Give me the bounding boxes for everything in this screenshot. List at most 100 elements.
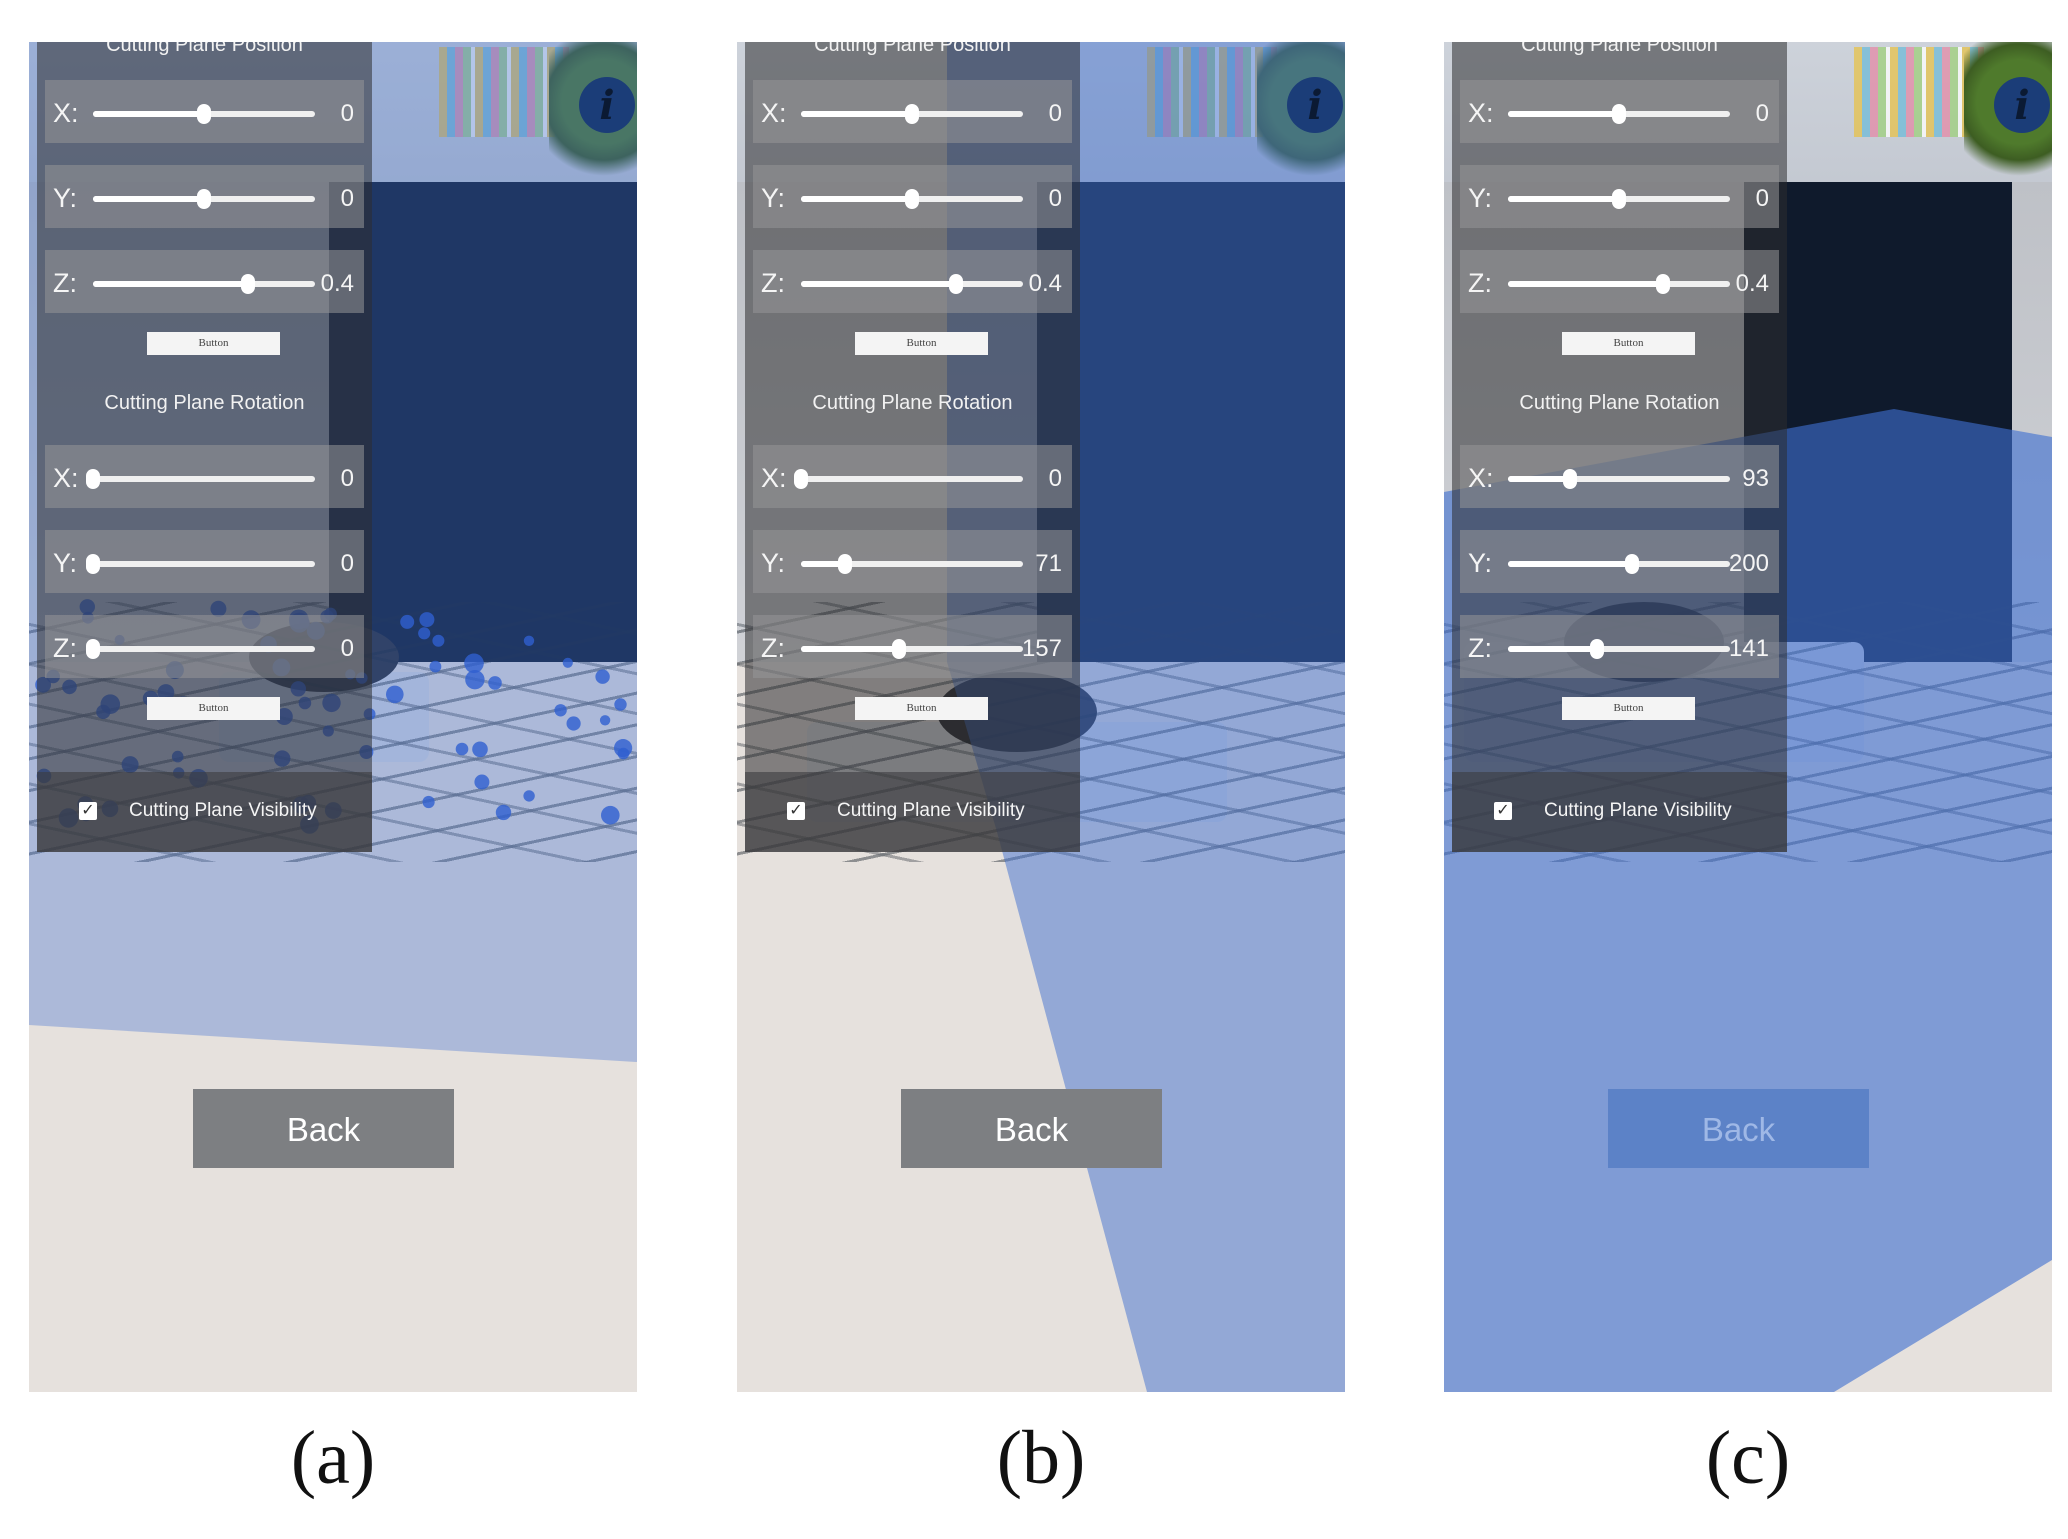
slider-handle[interactable]	[86, 554, 100, 574]
position-y-slider[interactable]: Y: 0	[45, 165, 364, 228]
slider-value: 157	[1021, 635, 1062, 662]
slider-handle[interactable]	[1656, 274, 1671, 294]
slider-track[interactable]	[801, 554, 1023, 574]
info-icon[interactable]: i	[1994, 77, 2050, 133]
position-section-title: Cutting Plane Position	[814, 42, 1011, 56]
rotation-z-slider[interactable]: Z: 0	[45, 615, 364, 678]
rotation-x-slider[interactable]: X: 93	[1460, 445, 1779, 508]
position-x-slider[interactable]: X: 0	[45, 80, 364, 143]
slider-track[interactable]	[1508, 469, 1730, 489]
rotation-x-slider[interactable]: X: 0	[753, 445, 1072, 508]
slider-fill	[93, 281, 249, 287]
rotation-y-slider[interactable]: Y: 71	[753, 530, 1072, 593]
slider-handle[interactable]	[905, 189, 919, 209]
axis-label: Y:	[761, 183, 786, 213]
back-button[interactable]: Back	[901, 1089, 1162, 1168]
slider-track[interactable]	[86, 554, 315, 574]
slider-track[interactable]	[801, 104, 1023, 124]
visibility-checkbox[interactable]: ✓	[79, 802, 97, 820]
slider-handle[interactable]	[86, 639, 100, 659]
rotation-section-title: Cutting Plane Rotation	[1519, 392, 1720, 414]
slider-handle[interactable]	[1612, 189, 1626, 209]
position-y-slider[interactable]: Y: 0	[1460, 165, 1779, 228]
slider-track[interactable]	[801, 639, 1023, 659]
slider-handle[interactable]	[949, 274, 964, 294]
axis-label: X:	[53, 463, 79, 493]
info-icon[interactable]: i	[579, 77, 635, 133]
axis-label: Z:	[53, 268, 77, 298]
position-z-slider[interactable]: Z: 0.4	[753, 250, 1072, 313]
slider-handle[interactable]	[197, 104, 211, 124]
slider-handle[interactable]	[1589, 639, 1604, 659]
axis-label: Z:	[1468, 633, 1492, 663]
axis-label: Z:	[1468, 268, 1492, 298]
position-apply-button[interactable]: Button	[855, 332, 988, 355]
slider-track[interactable]	[801, 274, 1023, 294]
slider-track[interactable]	[794, 469, 1023, 489]
position-z-slider[interactable]: Z: 0.4	[45, 250, 364, 313]
ar-screen-a: Cutting Plane Position X: 0 Y: 0 Z: 0.4 …	[29, 42, 637, 1392]
visibility-label: Cutting Plane Visibility	[129, 800, 317, 821]
slider-handle[interactable]	[891, 639, 906, 659]
settings-panel: Cutting Plane Position X: 0 Y: 0 Z: 0.4 …	[1452, 42, 1787, 852]
rotation-apply-button[interactable]: Button	[855, 697, 988, 720]
position-apply-button[interactable]: Button	[147, 332, 280, 355]
slider-track[interactable]	[1508, 554, 1730, 574]
slider-track[interactable]	[801, 189, 1023, 209]
slider-handle[interactable]	[1612, 104, 1626, 124]
slider-track[interactable]	[93, 189, 315, 209]
slider-track[interactable]	[1508, 274, 1730, 294]
rotation-y-slider[interactable]: Y: 200	[1460, 530, 1779, 593]
slider-track[interactable]	[1508, 639, 1730, 659]
visibility-checkbox[interactable]: ✓	[787, 802, 805, 820]
caption-b: (b)	[996, 1416, 1086, 1500]
settings-panel: Cutting Plane Position X: 0 Y: 0 Z: 0.4 …	[745, 42, 1080, 852]
slider-handle[interactable]	[1625, 554, 1640, 574]
ar-screen-b: Cutting Plane Position X: 0 Y: 0 Z: 0.4 …	[737, 42, 1345, 1392]
slider-value: 0	[340, 465, 354, 492]
position-y-slider[interactable]: Y: 0	[753, 165, 1072, 228]
axis-label: Y:	[53, 183, 78, 213]
rotation-z-slider[interactable]: Z: 141	[1460, 615, 1779, 678]
slider-handle[interactable]	[86, 469, 100, 489]
position-section-title: Cutting Plane Position	[106, 42, 303, 56]
rotation-z-slider[interactable]: Z: 157	[753, 615, 1072, 678]
rotation-section-title: Cutting Plane Rotation	[812, 392, 1013, 414]
slider-handle[interactable]	[905, 104, 919, 124]
back-button[interactable]: Back	[193, 1089, 454, 1168]
visibility-checkbox[interactable]: ✓	[1494, 802, 1512, 820]
slider-value: 93	[1742, 465, 1769, 492]
visibility-toggle-row[interactable]: ✓ Cutting Plane Visibility	[1452, 772, 1787, 852]
slider-fill	[801, 281, 957, 287]
slider-fill	[93, 111, 204, 117]
rotation-section-title: Cutting Plane Rotation	[104, 392, 305, 414]
slider-handle[interactable]	[838, 554, 853, 574]
slider-track[interactable]	[1508, 189, 1730, 209]
rotation-y-slider[interactable]: Y: 0	[45, 530, 364, 593]
slider-track[interactable]	[93, 104, 315, 124]
slider-handle[interactable]	[1563, 469, 1578, 489]
rotation-apply-button[interactable]: Button	[1562, 697, 1695, 720]
slider-track[interactable]	[1508, 104, 1730, 124]
slider-value: 0.4	[320, 270, 354, 297]
axis-label: Y:	[761, 548, 786, 578]
position-x-slider[interactable]: X: 0	[1460, 80, 1779, 143]
slider-handle[interactable]	[241, 274, 256, 294]
slider-track[interactable]	[86, 639, 315, 659]
position-z-slider[interactable]: Z: 0.4	[1460, 250, 1779, 313]
axis-label: X:	[761, 463, 787, 493]
visibility-toggle-row[interactable]: ✓ Cutting Plane Visibility	[745, 772, 1080, 852]
slider-track[interactable]	[93, 274, 315, 294]
rotation-apply-button[interactable]: Button	[147, 697, 280, 720]
slider-handle[interactable]	[794, 469, 808, 489]
slider-value: 0	[340, 635, 354, 662]
back-button[interactable]: Back	[1608, 1089, 1869, 1168]
rotation-x-slider[interactable]: X: 0	[45, 445, 364, 508]
slider-value: 141	[1728, 635, 1769, 662]
info-icon[interactable]: i	[1287, 77, 1343, 133]
visibility-toggle-row[interactable]: ✓ Cutting Plane Visibility	[37, 772, 372, 852]
position-apply-button[interactable]: Button	[1562, 332, 1695, 355]
slider-handle[interactable]	[197, 189, 211, 209]
slider-track[interactable]	[86, 469, 315, 489]
position-x-slider[interactable]: X: 0	[753, 80, 1072, 143]
